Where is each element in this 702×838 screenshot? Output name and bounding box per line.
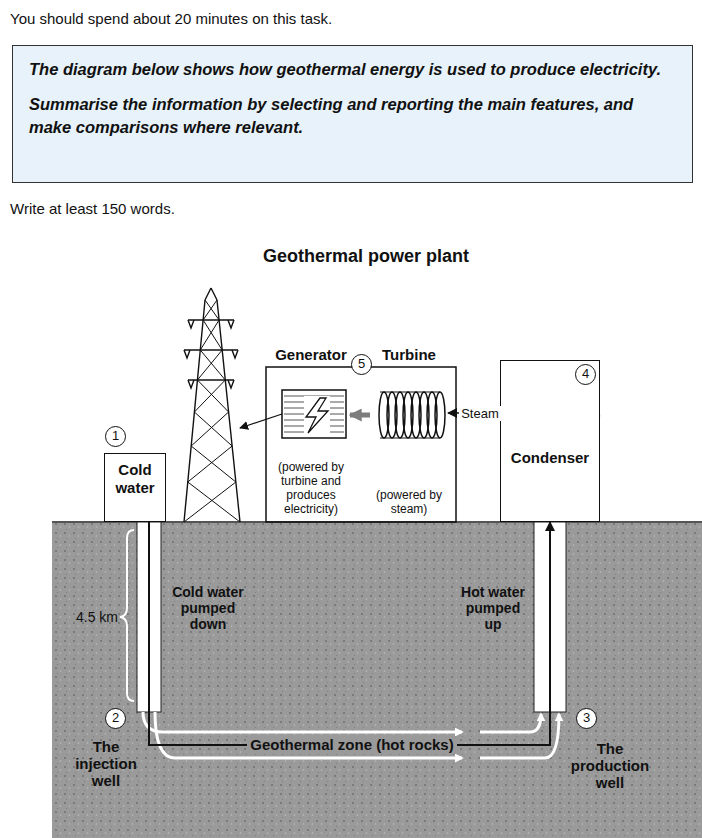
- pylon: [205, 288, 211, 300]
- node-text: Cold water: [108, 461, 162, 497]
- power-house: [266, 367, 456, 522]
- depth-brace: [120, 530, 134, 701]
- flow-arrows: [480, 714, 541, 732]
- node-text: Generator: [275, 346, 347, 364]
- turbine-symbol: [380, 392, 440, 393]
- generator-symbol: [304, 396, 330, 434]
- diagram-title: Geothermal power plant: [216, 245, 516, 267]
- pylon: [194, 412, 232, 446]
- turbine-symbol: [379, 392, 445, 438]
- cold-water-tank: Cold water: [104, 453, 166, 522]
- flow-arrows: [480, 714, 559, 758]
- flow-label: Cold water pumped down: [170, 584, 246, 632]
- depth-brace: [120, 530, 134, 701]
- pylon: [184, 300, 240, 522]
- pylon: [194, 380, 225, 412]
- pylon: [191, 446, 236, 482]
- instruction-text: Write at least 150 words.: [10, 200, 410, 218]
- pylon: [197, 380, 228, 412]
- pylon: [184, 320, 238, 388]
- drive-arrow: [350, 413, 370, 418]
- node-note: Summarise the information by selecting a…: [29, 93, 676, 139]
- callout-number: 1: [105, 426, 126, 447]
- pylon: [200, 320, 219, 350]
- turbine-symbol: [435, 392, 445, 438]
- task-box: The diagram below shows how geothermal e…: [12, 45, 693, 183]
- pylon: [217, 300, 240, 522]
- pylon: [197, 350, 222, 380]
- ground: [52, 522, 702, 838]
- generator-to-pylon-arrow: [240, 414, 282, 428]
- pylon: [184, 349, 238, 350]
- generator-symbol: [306, 398, 328, 433]
- pylon: [188, 446, 232, 482]
- part-label: The injection well: [66, 738, 146, 789]
- instruction-text: You should spend about 20 minutes on thi…: [10, 10, 610, 28]
- generator-symbol: [282, 390, 346, 438]
- pylon: [203, 300, 217, 320]
- callout-number: 3: [576, 708, 597, 729]
- node-note: (powered by turbine and produces electri…: [272, 460, 350, 516]
- pylon: [184, 288, 240, 522]
- node-note: (powered by steam): [370, 488, 448, 516]
- pylon: [205, 300, 219, 320]
- flow-arrows: [143, 712, 462, 732]
- power-house: [266, 367, 456, 522]
- pylon: [203, 320, 222, 350]
- pylon: [188, 379, 234, 380]
- flow-arrows: [155, 712, 462, 758]
- flow-label: Hot water pumped up: [460, 584, 526, 632]
- pylon: [188, 319, 234, 320]
- turbine-symbol: [379, 392, 445, 438]
- edge-label: Steam: [459, 406, 501, 421]
- node-text: Turbine: [382, 346, 436, 364]
- pylon: [211, 288, 217, 300]
- zone-label: Geothermal zone (hot rocks): [247, 736, 456, 754]
- generator-symbol: [282, 390, 346, 438]
- callout-number: 2: [105, 708, 126, 729]
- turbine-part: Turbine (powered by steam): [370, 346, 448, 516]
- pylon: [184, 300, 205, 522]
- node-text: Condenser: [505, 449, 595, 467]
- ground: [52, 522, 702, 838]
- turbine-symbol: [380, 438, 440, 439]
- pylon: [200, 350, 225, 380]
- callout-number: 5: [351, 354, 372, 375]
- callout-number: 4: [575, 364, 596, 385]
- part-label: The production well: [564, 740, 656, 791]
- pylon: [188, 482, 240, 522]
- pylon: [191, 412, 228, 446]
- generator-to-pylon-arrow: [240, 414, 282, 428]
- generator-part: Generator (powered by turbine and produce…: [272, 346, 350, 516]
- dimension-label: 4.5 km: [56, 609, 118, 625]
- water-flow-arrow: [149, 522, 550, 745]
- node-text: The diagram below shows how geothermal e…: [29, 58, 676, 81]
- pylon: [184, 482, 236, 522]
- flow-arrows: [143, 712, 559, 758]
